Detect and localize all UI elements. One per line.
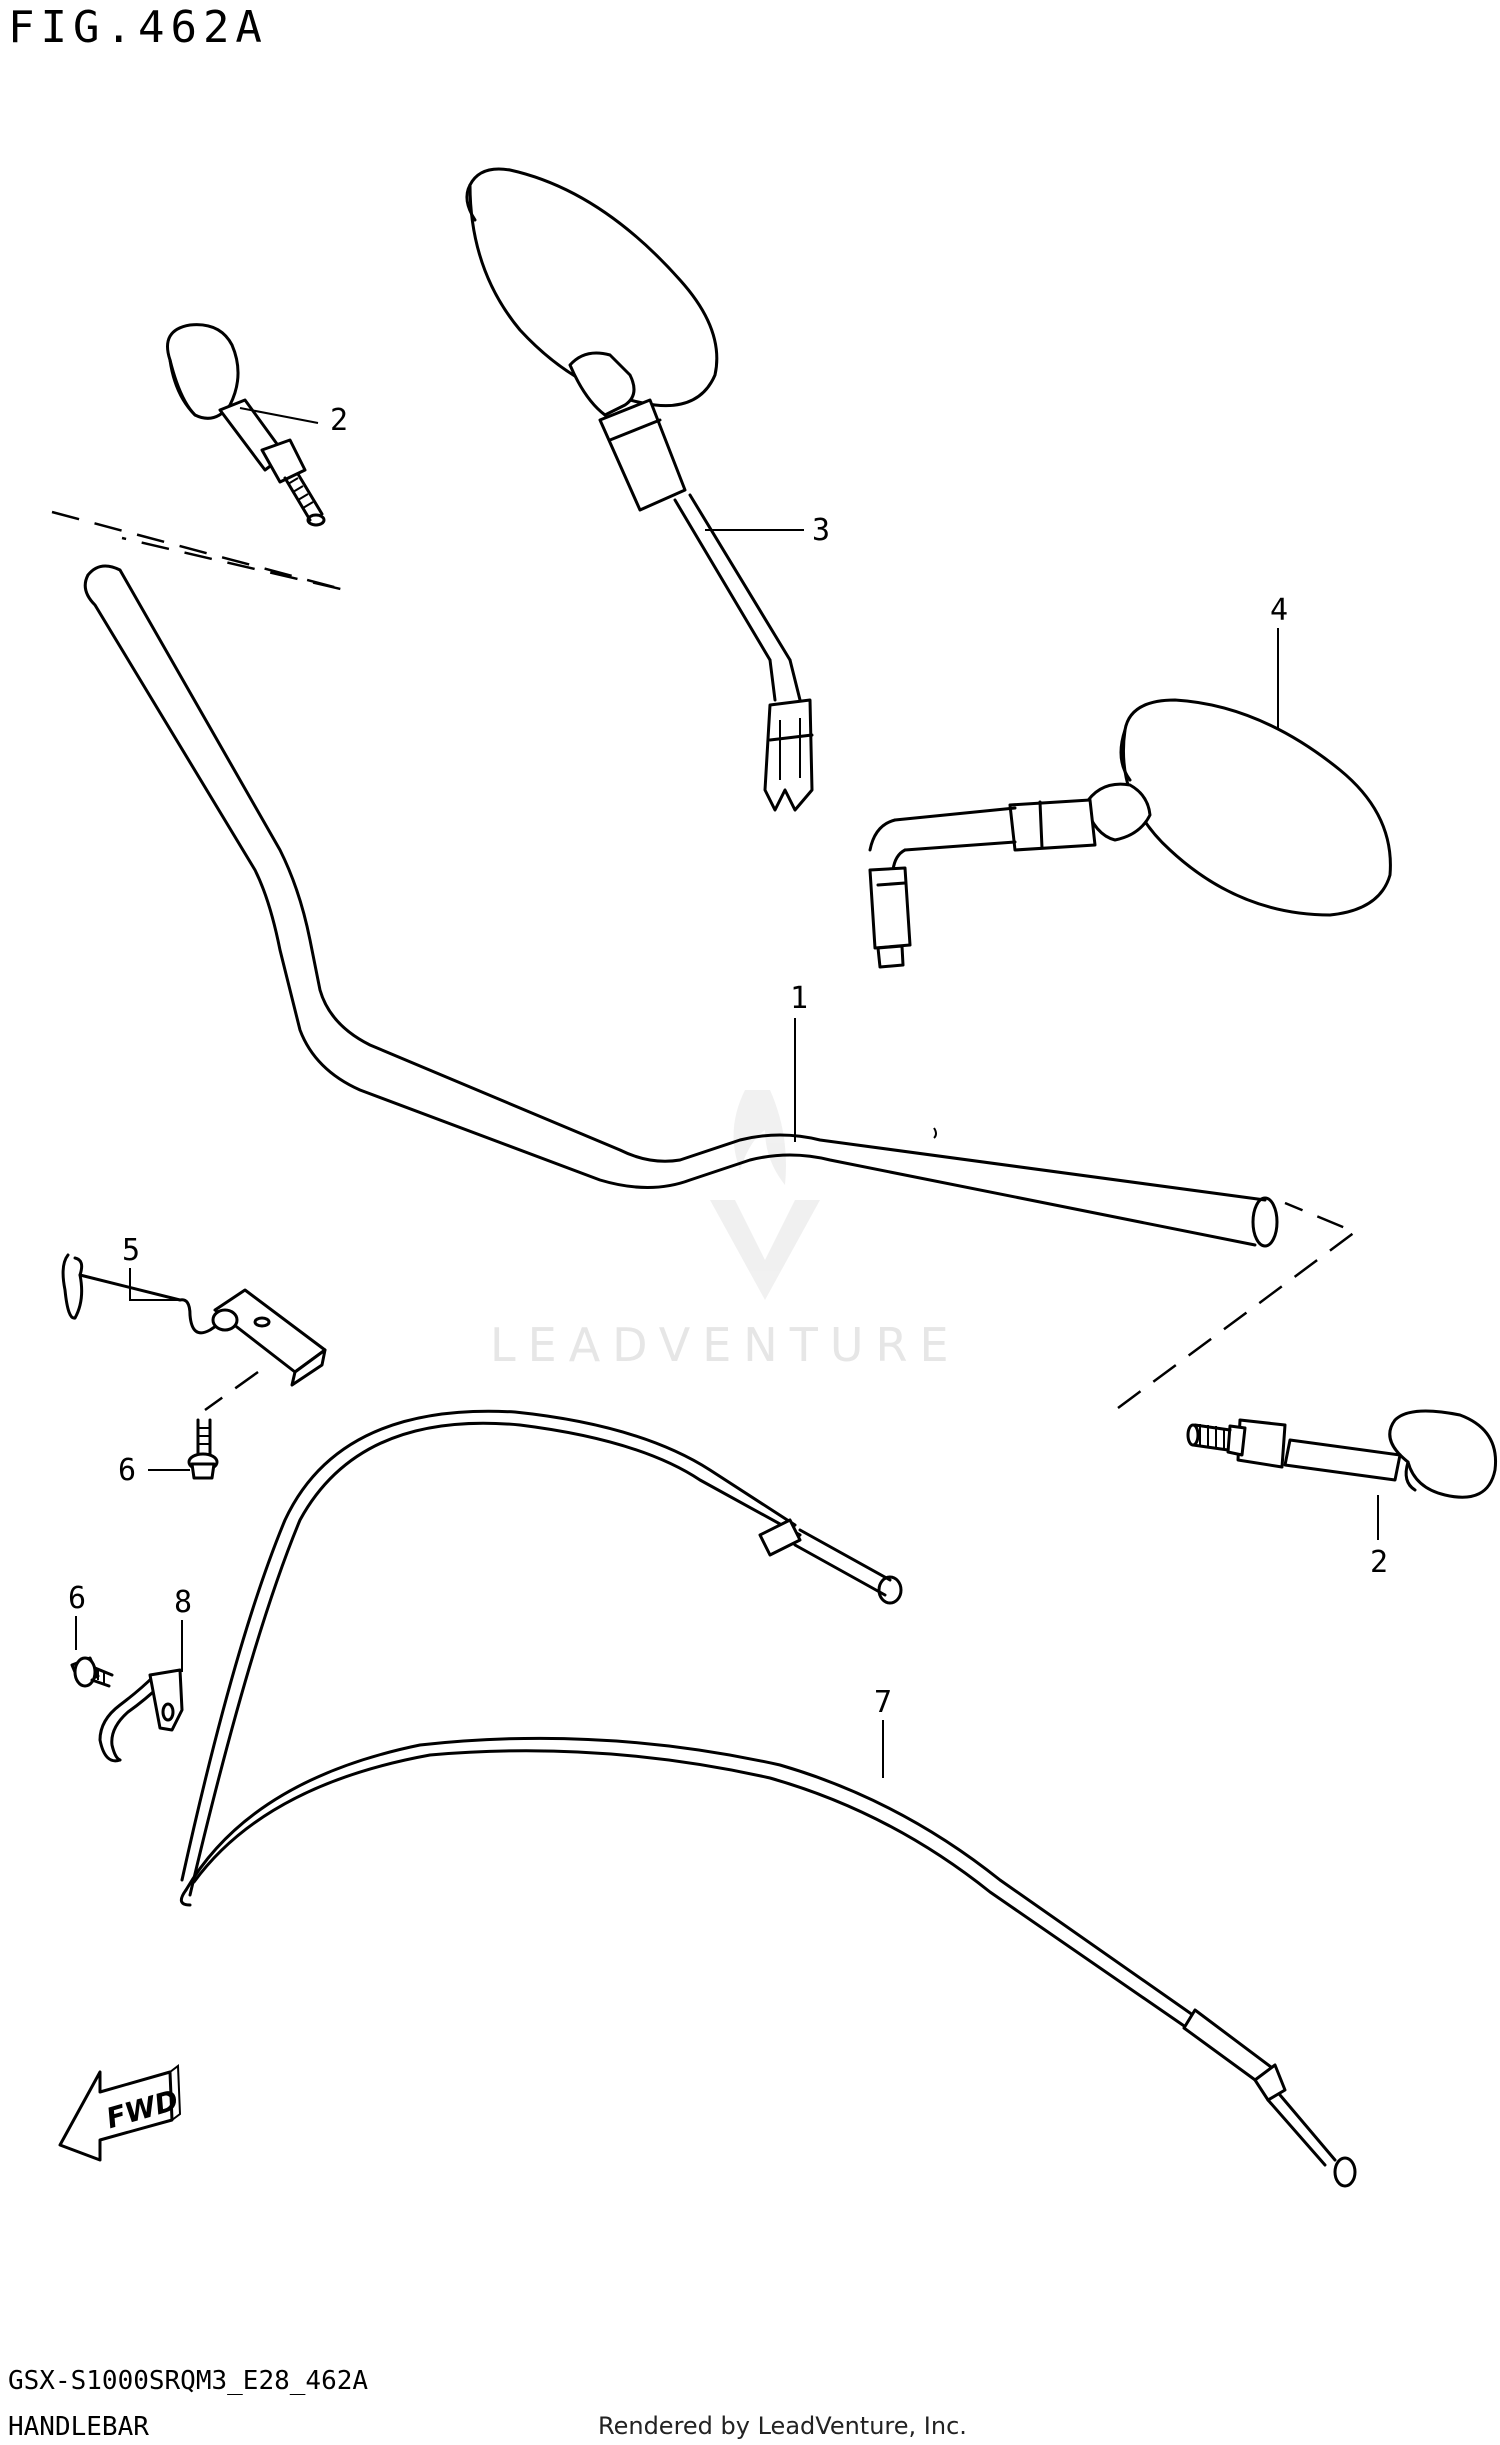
figure-title: FIG.462A: [8, 2, 268, 53]
fwd-arrow-icon: FWD: [58, 2064, 182, 2162]
callout-8[interactable]: 8: [174, 1585, 192, 1620]
callout-7[interactable]: 7: [874, 1685, 892, 1720]
section-name-label: HANDLEBAR: [8, 2412, 149, 2442]
watermark-text: LEADVENTURE: [490, 1318, 961, 1372]
callout-2-upper[interactable]: 2: [330, 403, 348, 438]
part-7-cables[interactable]: [179, 1409, 1357, 2188]
part-4-mirror-right[interactable]: [868, 698, 1392, 969]
part-1-handlebar[interactable]: [83, 564, 1279, 1248]
watermark-logo: [710, 1090, 820, 1300]
model-code-label: GSX-S1000SRQM3_E28_462A: [8, 2366, 369, 2396]
part-6-bolt-lower[interactable]: [70, 1656, 114, 1688]
callout-6-lower[interactable]: 6: [68, 1581, 86, 1616]
callout-4[interactable]: 4: [1270, 593, 1288, 628]
render-credit: Rendered by LeadVenture, Inc.: [598, 2412, 967, 2440]
callout-2-lower[interactable]: 2: [1370, 1545, 1388, 1580]
callout-3[interactable]: 3: [812, 513, 830, 548]
part-8-clamp[interactable]: [98, 1668, 184, 1763]
callout-1[interactable]: 1: [790, 981, 808, 1016]
part-2-bar-end-weight-left[interactable]: [166, 323, 326, 527]
grip-leader-lines: [51, 510, 1358, 1410]
callout-6-upper[interactable]: 6: [118, 1453, 136, 1488]
part-2-bar-end-weight-right[interactable]: [1186, 1409, 1498, 1499]
callout-leaders: [75, 407, 1379, 1778]
part-5-bracket[interactable]: [61, 1253, 327, 1412]
part-6-bolt-upper[interactable]: [187, 1418, 219, 1480]
callout-5[interactable]: 5: [122, 1233, 140, 1268]
part-3-mirror-left[interactable]: [465, 167, 814, 812]
